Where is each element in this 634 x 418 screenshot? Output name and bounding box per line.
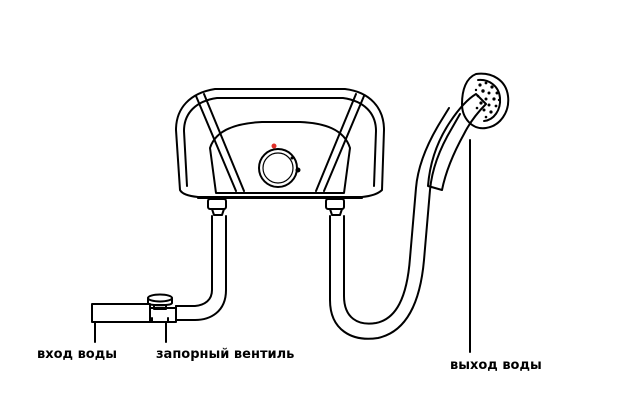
outlet-fitting (325, 198, 345, 216)
knob-mark-icon (290, 156, 294, 160)
inlet-connector (91, 303, 151, 323)
shower-head (427, 72, 510, 191)
inlet-fitting (207, 198, 227, 216)
inlet-pipe (175, 215, 227, 321)
shutoff-valve-label: запорный вентиль (156, 347, 295, 362)
water-outlet-label: выход воды (450, 358, 542, 373)
power-indicator-icon (271, 143, 277, 149)
shutoff-valve (147, 293, 177, 323)
knob-max-mark-icon (295, 167, 301, 173)
water-inlet-label: вход воды (37, 347, 117, 362)
water-heater-body (175, 88, 385, 199)
temperature-knob (258, 148, 298, 188)
shower-hose (329, 107, 461, 340)
